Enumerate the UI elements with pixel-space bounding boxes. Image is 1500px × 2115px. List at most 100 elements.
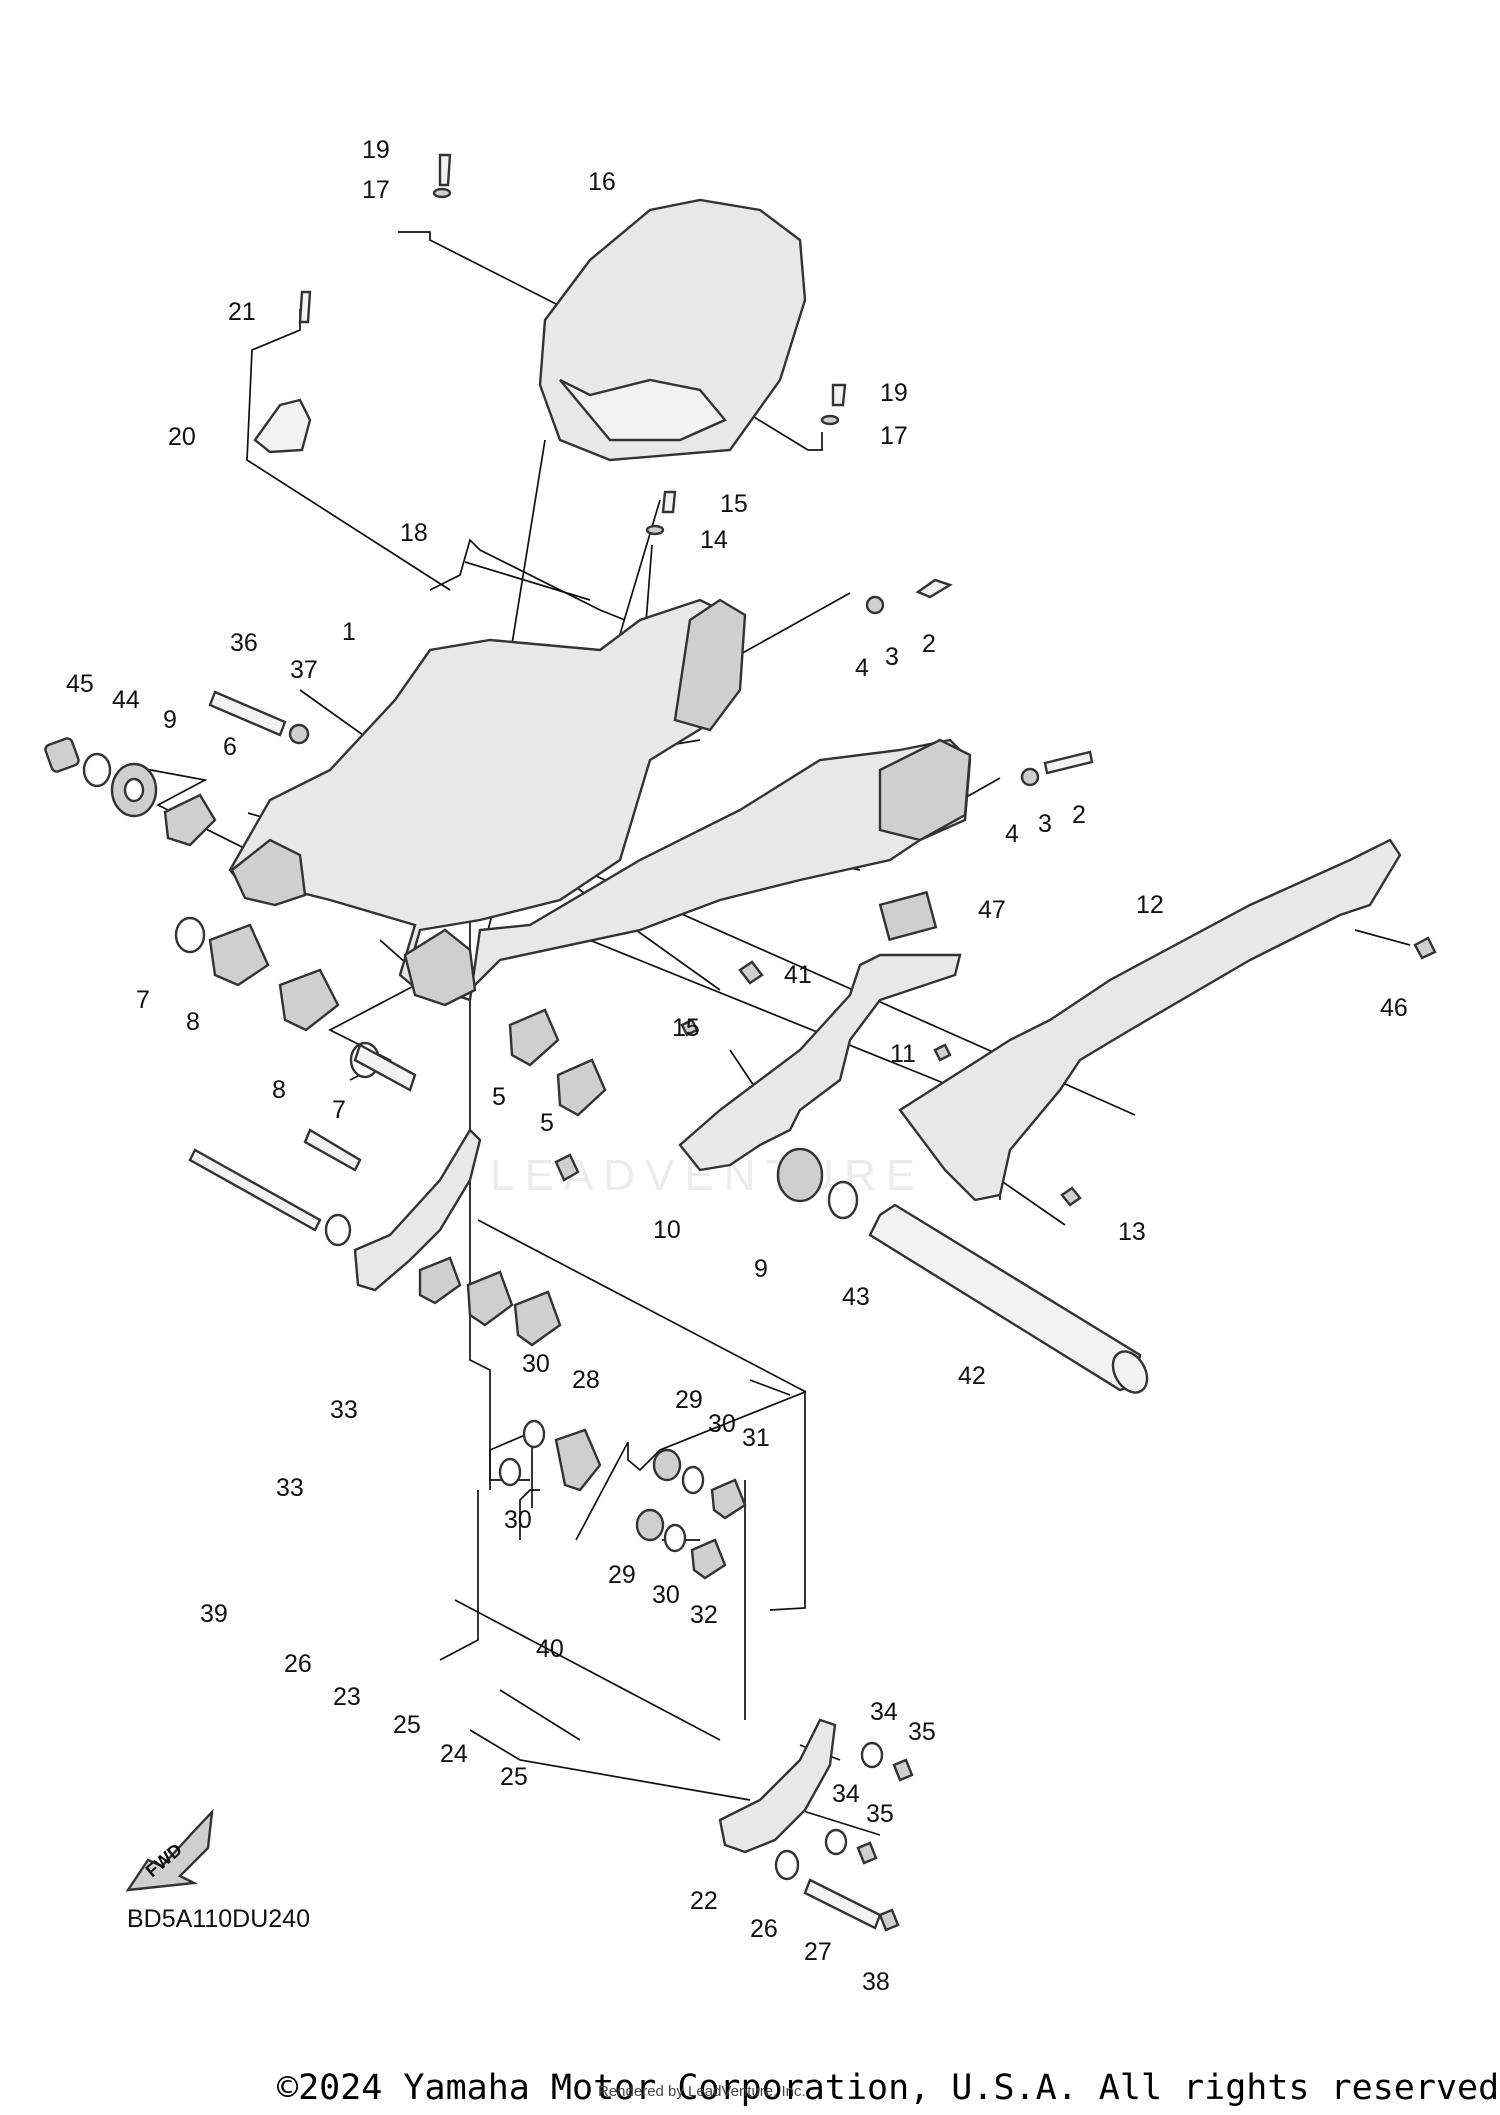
callout-33: 33 [276,1474,304,1502]
callout-44: 44 [112,686,140,714]
callout-4: 4 [1005,820,1019,848]
callout-17: 17 [880,422,908,450]
callout-24: 24 [440,1740,468,1768]
seal-7a [174,916,206,954]
callout-35: 35 [908,1718,936,1746]
bolt-2b [1043,750,1094,775]
callout-31: 31 [742,1424,770,1452]
bolt-33b [303,1128,362,1172]
callout-30: 30 [708,1410,736,1438]
bushing-29b [635,1508,665,1542]
bolt-2a [915,578,953,599]
bushing-25b [513,1290,562,1347]
callout-11: 11 [890,1040,916,1068]
clamp-20 [253,398,312,454]
callout-2: 2 [1072,801,1086,829]
callout-7: 7 [136,986,150,1014]
callout-10: 10 [653,1216,681,1244]
bushing-24 [466,1270,514,1327]
washer-30c [681,1465,705,1495]
bolt-19b [831,383,847,407]
collar-40 [554,1153,580,1182]
callout-38: 38 [862,1968,890,1996]
bushing-5b [556,1058,607,1117]
callout-13: 13 [1118,1218,1146,1246]
leader-lines [139,231,1411,1836]
callout-41: 41 [784,961,812,989]
callout-1: 1 [342,618,356,646]
callout-15: 15 [720,490,748,518]
callout-26: 26 [750,1915,778,1943]
callout-4: 4 [855,654,869,682]
diagram-code: BD5A110DU240 [127,1905,310,1933]
callout-25: 25 [393,1711,421,1739]
callout-26: 26 [284,1650,312,1678]
washer-3a [865,595,885,615]
bearing-8b [278,968,340,1032]
callout-23: 23 [333,1683,361,1711]
nut-38 [878,1908,900,1932]
bolt-36 [208,690,287,737]
callout-5: 5 [492,1083,506,1111]
callout-39: 39 [200,1600,228,1628]
washer-3b [1020,767,1040,787]
callout-19: 19 [362,136,390,164]
bushing-28 [554,1428,602,1492]
callout-19: 19 [880,379,908,407]
callout-43: 43 [842,1283,870,1311]
callout-30: 30 [522,1350,550,1378]
bushing-25a [418,1256,462,1305]
bolt-46 [1413,936,1437,960]
bolt-33a [353,1043,417,1092]
callout-28: 28 [572,1366,600,1394]
chain-guide-part [678,953,962,1172]
nut-41 [738,960,764,985]
callout-8: 8 [186,1008,200,1036]
callout-9: 9 [754,1255,768,1283]
callout-6: 6 [223,733,237,761]
bolt-15b [680,1018,699,1037]
washer-34b [824,1828,848,1856]
callout-29: 29 [608,1561,636,1589]
nut-35a [892,1758,914,1782]
callout-7: 7 [332,1096,346,1124]
washer-44 [82,752,112,788]
callout-15: 15 [672,1014,700,1042]
bolt-15a [661,490,677,514]
swingarm-pivot-left [230,838,307,907]
bolt-19a [438,153,452,187]
callout-29: 29 [675,1386,703,1414]
callout-46: 46 [1380,994,1408,1022]
swingarm-pivot-right [403,928,477,1007]
washer-30d [663,1523,687,1553]
chain-case-part [898,838,1402,1202]
bolt-11 [933,1043,952,1062]
collar-32 [690,1538,727,1580]
callout-47: 47 [978,896,1006,924]
callout-33: 33 [330,1396,358,1424]
callout-17: 17 [362,176,390,204]
nut-35b [856,1841,878,1865]
washer-30a [522,1419,546,1449]
rendered-by-text: Rendered by LeadVenture, Inc. [598,2083,806,2100]
washer-34a [860,1741,884,1769]
bolt-39 [188,1148,322,1232]
callout-30: 30 [504,1506,532,1534]
callout-3: 3 [885,643,899,671]
callout-35: 35 [866,1800,894,1828]
callout-14: 14 [700,526,728,554]
washer-26a [324,1213,352,1247]
bracket-18 [429,538,626,621]
callout-36: 36 [230,629,258,657]
washer-17b [820,414,840,426]
callout-18: 18 [400,519,428,547]
callout-labels: 19 17 16 21 20 19 17 15 14 18 1 2 3 4 36… [66,136,1408,1996]
nut-45 [44,737,80,773]
washer-9b [776,1147,824,1203]
bolt-13 [1060,1186,1082,1207]
bushing-6 [163,793,217,847]
circlip-43 [827,1180,859,1220]
callout-22: 22 [690,1887,718,1915]
callout-20: 20 [168,423,196,451]
